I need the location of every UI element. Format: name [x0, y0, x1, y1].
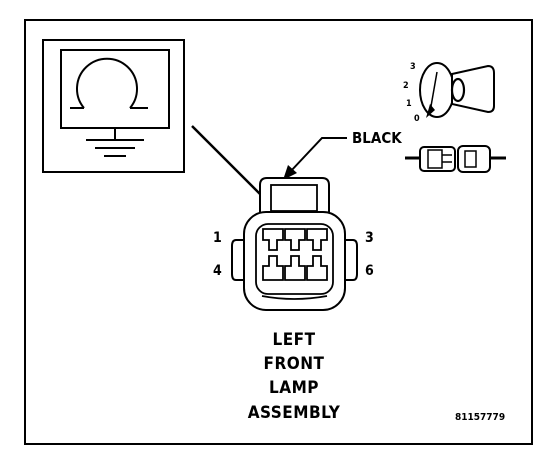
- title-line-4: ASSEMBLY: [248, 403, 341, 423]
- disconnected-connector-icon: [405, 145, 506, 173]
- connector-color-label: BLACK: [352, 129, 402, 147]
- terminal-6: [306, 255, 328, 281]
- ignition-key-icon: 3 2 1 0: [403, 62, 495, 124]
- key-position-2: 2: [403, 81, 409, 91]
- key-position-1: 1: [406, 99, 412, 109]
- connector-face: [231, 177, 358, 311]
- pin-label-6: 6: [365, 263, 374, 279]
- figure-id: 81157779: [455, 412, 505, 423]
- key-position-0: 0: [414, 114, 420, 124]
- pin-label-4: 4: [213, 263, 222, 279]
- outer-frame: [24, 19, 533, 445]
- key-position-3: 3: [410, 62, 416, 72]
- title-line-2: FRONT: [264, 354, 325, 374]
- color-leader-arrow: [283, 137, 347, 180]
- pin-label-3: 3: [365, 230, 374, 246]
- terminal-4: [262, 255, 284, 281]
- title-line-1: LEFT: [272, 330, 315, 350]
- terminal-cavities: [262, 228, 328, 281]
- terminal-3: [306, 228, 328, 251]
- terminal-1: [262, 228, 284, 251]
- title-line-3: LAMP: [269, 378, 319, 398]
- ohmmeter-ground-icon: [42, 39, 185, 173]
- pin-label-1: 1: [213, 230, 222, 246]
- terminal-2: [284, 228, 306, 251]
- terminal-5: [284, 255, 306, 281]
